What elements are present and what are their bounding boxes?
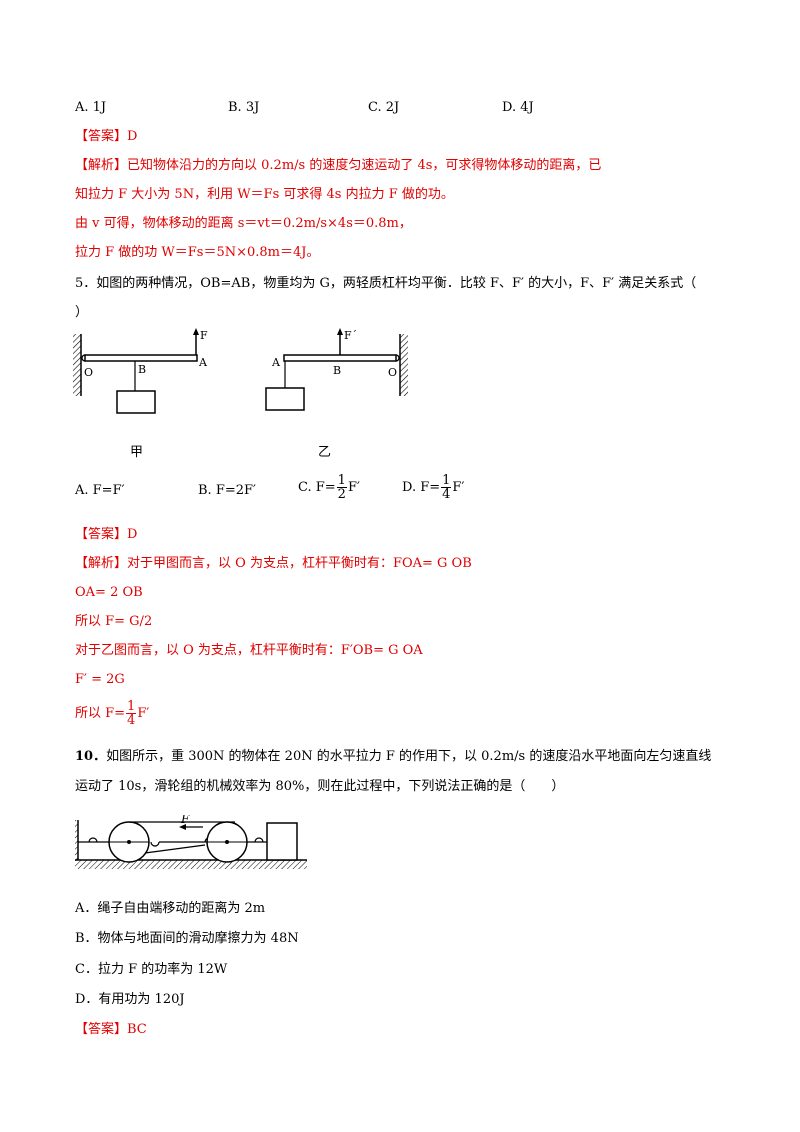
lever-diagram-yi: F´ A B O	[265, 328, 408, 411]
weight-box-yi	[265, 387, 305, 411]
lever-bar-yi	[283, 354, 397, 362]
force-f-prime-arrowhead	[337, 328, 343, 335]
label-f: F	[200, 329, 208, 342]
q5-analysis-line-5: F′ = 2G	[75, 672, 125, 687]
q10-answer-tag: 【答案】	[75, 1022, 128, 1037]
q4-analysis-line-3: 由 v 可得，物体移动的距离 s＝vt＝0.2m/s×4s＝0.8m，	[75, 216, 412, 231]
force-f-arrowhead-q10	[179, 824, 186, 830]
q10-answer: 【答案】BC	[75, 1020, 147, 1040]
q10-stem-line-2: 运动了 10s，滑轮组的机械效率为 80%，则在此过程中，下列说法正确的是（ ）	[75, 779, 565, 794]
q10-number: 10．	[75, 749, 107, 764]
left-wall-hatch	[75, 820, 78, 860]
hook-left	[88, 837, 98, 843]
q5-option-b: B. F=2F′	[198, 483, 256, 498]
q5-option-d-denominator: 4	[442, 487, 451, 502]
label-b-right: B	[333, 364, 341, 377]
q5-analysis-line-3: 所以 F= G/2	[75, 614, 153, 629]
q4-analysis-tag: 【解析】	[75, 158, 128, 173]
q10-stem-text-1: 如图所示，重 300N 的物体在 20N 的水平拉力 F 的作用下，以 0.2m…	[106, 749, 712, 764]
lever-diagram-jia: F A O B	[73, 328, 208, 414]
q5-lever-figure: F A O B F´ A B O	[73, 328, 408, 414]
q5-option-d-prefix: D. F=	[402, 480, 441, 495]
q10-stem-line-1: 10．如图所示，重 300N 的物体在 20N 的水平拉力 F 的作用下，以 0…	[75, 747, 711, 767]
label-f-prime: F´	[344, 329, 357, 342]
q4-option-d: D. 4J	[502, 100, 534, 115]
q4-analysis-line-2: 知拉力 F 大小为 5N，利用 W＝Fs 可求得 4s 内拉力 F 做的功。	[75, 187, 454, 202]
q4-option-a: A. 1J	[75, 100, 107, 115]
hook-middle-left	[150, 841, 160, 847]
rope-free-end	[144, 844, 206, 854]
q5-answer: 【答案】D	[75, 525, 137, 545]
q5-final-denominator: 4	[127, 713, 136, 728]
q10-answer-value: BC	[127, 1022, 147, 1037]
q10-option-b: B．物体与地面间的滑动摩擦力为 48N	[75, 931, 299, 946]
q4-analysis-line-4: 拉力 F 做的功 W＝Fs＝5N×0.8m＝4J。	[75, 245, 320, 260]
wall-left	[73, 334, 81, 396]
q5-analysis-text-1: 对于甲图而言，以 O 为支点，杠杆平衡时有：FOA= G OB	[127, 556, 472, 571]
q4-analysis-text-1: 已知物体沿力的方向以 0.2m/s 的速度匀速运动了 4s，可求得物体移动的距离…	[127, 158, 602, 173]
caption-jia: 甲	[130, 445, 144, 460]
force-f-arrowhead	[193, 328, 199, 335]
label-o-left: O	[84, 366, 93, 379]
q4-answer-tag: 【答案】	[75, 129, 128, 144]
q5-option-c-prefix: C. F=	[298, 480, 336, 495]
label-b-left: B	[138, 363, 146, 376]
q5-option-d-suffix: F′	[452, 480, 465, 495]
q5-answer-value: D	[127, 527, 138, 542]
q4-answer: 【答案】D	[75, 127, 137, 147]
q5-final-numerator: 1	[126, 699, 137, 714]
q10-option-a: A．绳子自由端移动的距离为 2m	[75, 901, 266, 916]
q5-stem-line-2: ）	[75, 305, 89, 320]
q4-analysis-line-1: 【解析】已知物体沿力的方向以 0.2m/s 的速度匀速运动了 4s，可求得物体移…	[75, 156, 601, 176]
q5-answer-tag: 【答案】	[75, 527, 128, 542]
wall-right	[400, 334, 408, 396]
q5-option-c-denominator: 2	[337, 487, 346, 502]
label-a-left: A	[198, 356, 208, 369]
q5-option-c-suffix: F′	[347, 480, 360, 495]
q4-option-c: C. 2J	[368, 100, 400, 115]
q5-stem-line-1: 5．如图的两种情况，OB=AB，物重均为 G，两轻质杠杆均平衡．比较 F、F′ …	[75, 276, 697, 291]
q5-analysis-line-4: 对于乙图而言，以 O 为支点，杠杆平衡时有：F′OB= G OA	[75, 643, 423, 658]
q5-analysis-line-2: OA= 2 OB	[75, 585, 143, 600]
q10-pulley-figure: F	[75, 815, 307, 869]
q5-option-d-numerator: 1	[441, 473, 452, 488]
block-object	[266, 822, 298, 861]
q4-option-b: B. 3J	[228, 100, 260, 115]
q5-final-prefix: 所以 F=	[75, 706, 126, 721]
q10-option-c: C．拉力 F 的功率为 12W	[75, 962, 228, 977]
label-a-right: A	[271, 356, 281, 369]
q5-option-a: A. F=F′	[75, 483, 125, 498]
ground-hatch	[75, 860, 307, 869]
q10-option-d: D．有用功为 120J	[75, 992, 185, 1007]
lever-bar-jia	[84, 354, 198, 362]
label-o-right: O	[388, 366, 397, 379]
q5-final-suffix: F′	[137, 706, 150, 721]
q5-analysis-tag: 【解析】	[75, 556, 128, 571]
q4-answer-value: D	[127, 129, 138, 144]
caption-yi: 乙	[318, 445, 332, 460]
weight-box-jia	[116, 390, 156, 414]
q5-option-c-numerator: 1	[336, 473, 347, 488]
q10-label-f: F	[180, 815, 190, 826]
hook-right	[254, 837, 264, 843]
q5-analysis-line-1: 【解析】对于甲图而言，以 O 为支点，杠杆平衡时有：FOA= G OB	[75, 554, 472, 574]
